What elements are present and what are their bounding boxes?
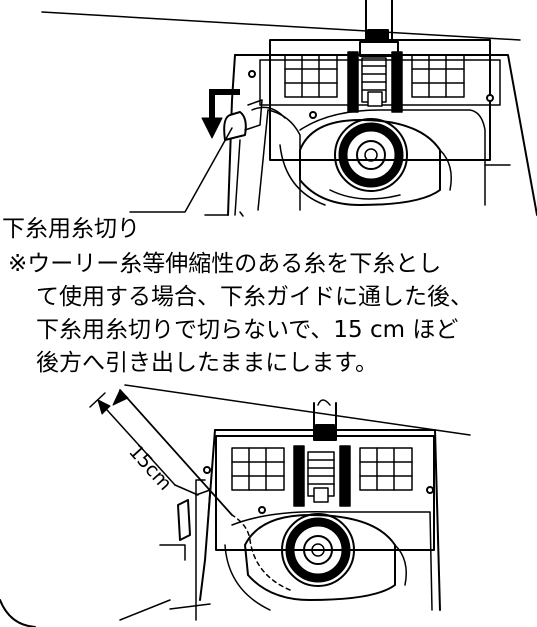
bobbin-case-2 [244,513,407,601]
callout-leader [129,127,233,213]
note-line-4: 後方へ引き出したままにします。 [36,350,379,376]
bobbin-thread-cutter [223,99,286,141]
note-line-2: て使用する場合、下糸ガイドに通した後、 [36,284,473,310]
right-guide-grid [411,54,465,98]
dimension-label: 15cm [124,441,176,495]
presser-foot-2 [313,399,337,441]
note-line-1: ※ウーリー糸等伸縮性のある糸を下糸とし [8,251,442,277]
pulled-thread [119,389,233,516]
left-guide-grid [284,54,338,98]
bottom-illustration [0,384,471,627]
note-line-3: 下糸用糸切りで切らないで、15 cm ほど [36,317,459,343]
dimension-line [89,392,199,496]
callout-label: 下糸用糸切り [2,216,140,242]
direction-arrow [201,89,240,139]
bobbin-case [299,118,452,206]
instruction-note: ※ウーリー糸等伸縮性のある糸を下糸とし て使用する場合、下糸ガイドに通した後、 … [8,248,473,380]
top-illustration [41,0,537,217]
needle-plate-2 [203,435,435,551]
bobbin-thread-path [231,514,291,591]
feed-dogs [347,51,403,113]
left-guide-grid-2 [231,447,285,491]
feed-dogs-2 [293,445,351,507]
right-guide-grid-2 [359,447,413,491]
bobbin-thread-cutter-2 [177,489,211,541]
presser-foot [359,0,399,57]
